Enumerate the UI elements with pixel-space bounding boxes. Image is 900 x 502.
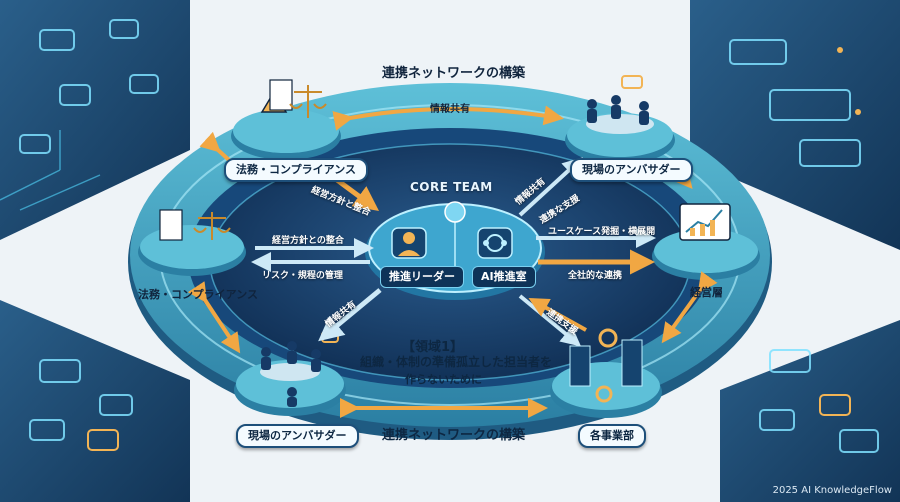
core-team-label: CORE TEAM <box>410 180 493 194</box>
node-label-legal-left: 法務・コンプライアンス <box>138 288 259 301</box>
flow-label-risk: リスク・規程の管理 <box>262 271 343 281</box>
node-label-ambassador-bottom: 現場のアンバサダー <box>236 424 359 448</box>
ai-office-icon <box>477 227 513 259</box>
document-icon <box>269 79 293 111</box>
node-label-business: 各事業部 <box>578 424 646 448</box>
node-legal-left <box>138 209 246 276</box>
scales-icon <box>289 85 327 118</box>
node-label-management: 経営層 <box>690 286 723 299</box>
leader-label: 推進リーダー <box>380 266 464 288</box>
node-legal-top <box>231 79 341 160</box>
ai-office-label: AI推進室 <box>472 266 536 288</box>
node-label-legal-top: 法務・コンプライアンス <box>224 158 369 182</box>
chat-bubble-icon <box>621 75 643 89</box>
meeting-table-icon <box>586 114 654 134</box>
area-line-1: 組織・体制の準備孤立した担当者を <box>360 355 553 369</box>
flow-label-mgmt-policy: 経営方針との整合 <box>272 236 344 246</box>
flow-label-company-collab: 全社的な連携 <box>568 271 623 281</box>
node-management <box>652 203 760 280</box>
diagram-title-bottom: 連携ネットワークの構築 <box>382 428 526 443</box>
corner-panel-bottom-left <box>0 300 190 502</box>
corner-panel-top-left <box>0 0 190 240</box>
flow-label-usecase: ユースケース発掘・横展開 <box>548 227 656 237</box>
area-line-2: 作らないために <box>405 373 482 386</box>
area-title: 【領域1】 <box>402 340 464 355</box>
node-ambassador-bottom <box>234 331 346 416</box>
scales-icon <box>193 212 231 240</box>
diagram-title-top: 連携ネットワークの構築 <box>382 66 526 81</box>
node-ambassador-top <box>565 75 675 164</box>
footer-credit: 2025 AI KnowledgeFlow <box>772 485 892 496</box>
flow-label-info-share-top: 情報共有 <box>430 104 470 115</box>
people-icon <box>587 95 649 125</box>
meeting-table-icon <box>260 363 320 381</box>
people-icon <box>261 341 321 407</box>
leader-icon <box>391 227 427 259</box>
node-label-ambassador-top: 現場のアンバサダー <box>570 158 693 182</box>
corner-panel-bottom-right <box>720 320 900 502</box>
gear-icon <box>595 328 618 403</box>
document-icon <box>159 209 183 241</box>
flow-arrows <box>187 105 718 418</box>
corner-panel-top-right <box>690 0 900 250</box>
